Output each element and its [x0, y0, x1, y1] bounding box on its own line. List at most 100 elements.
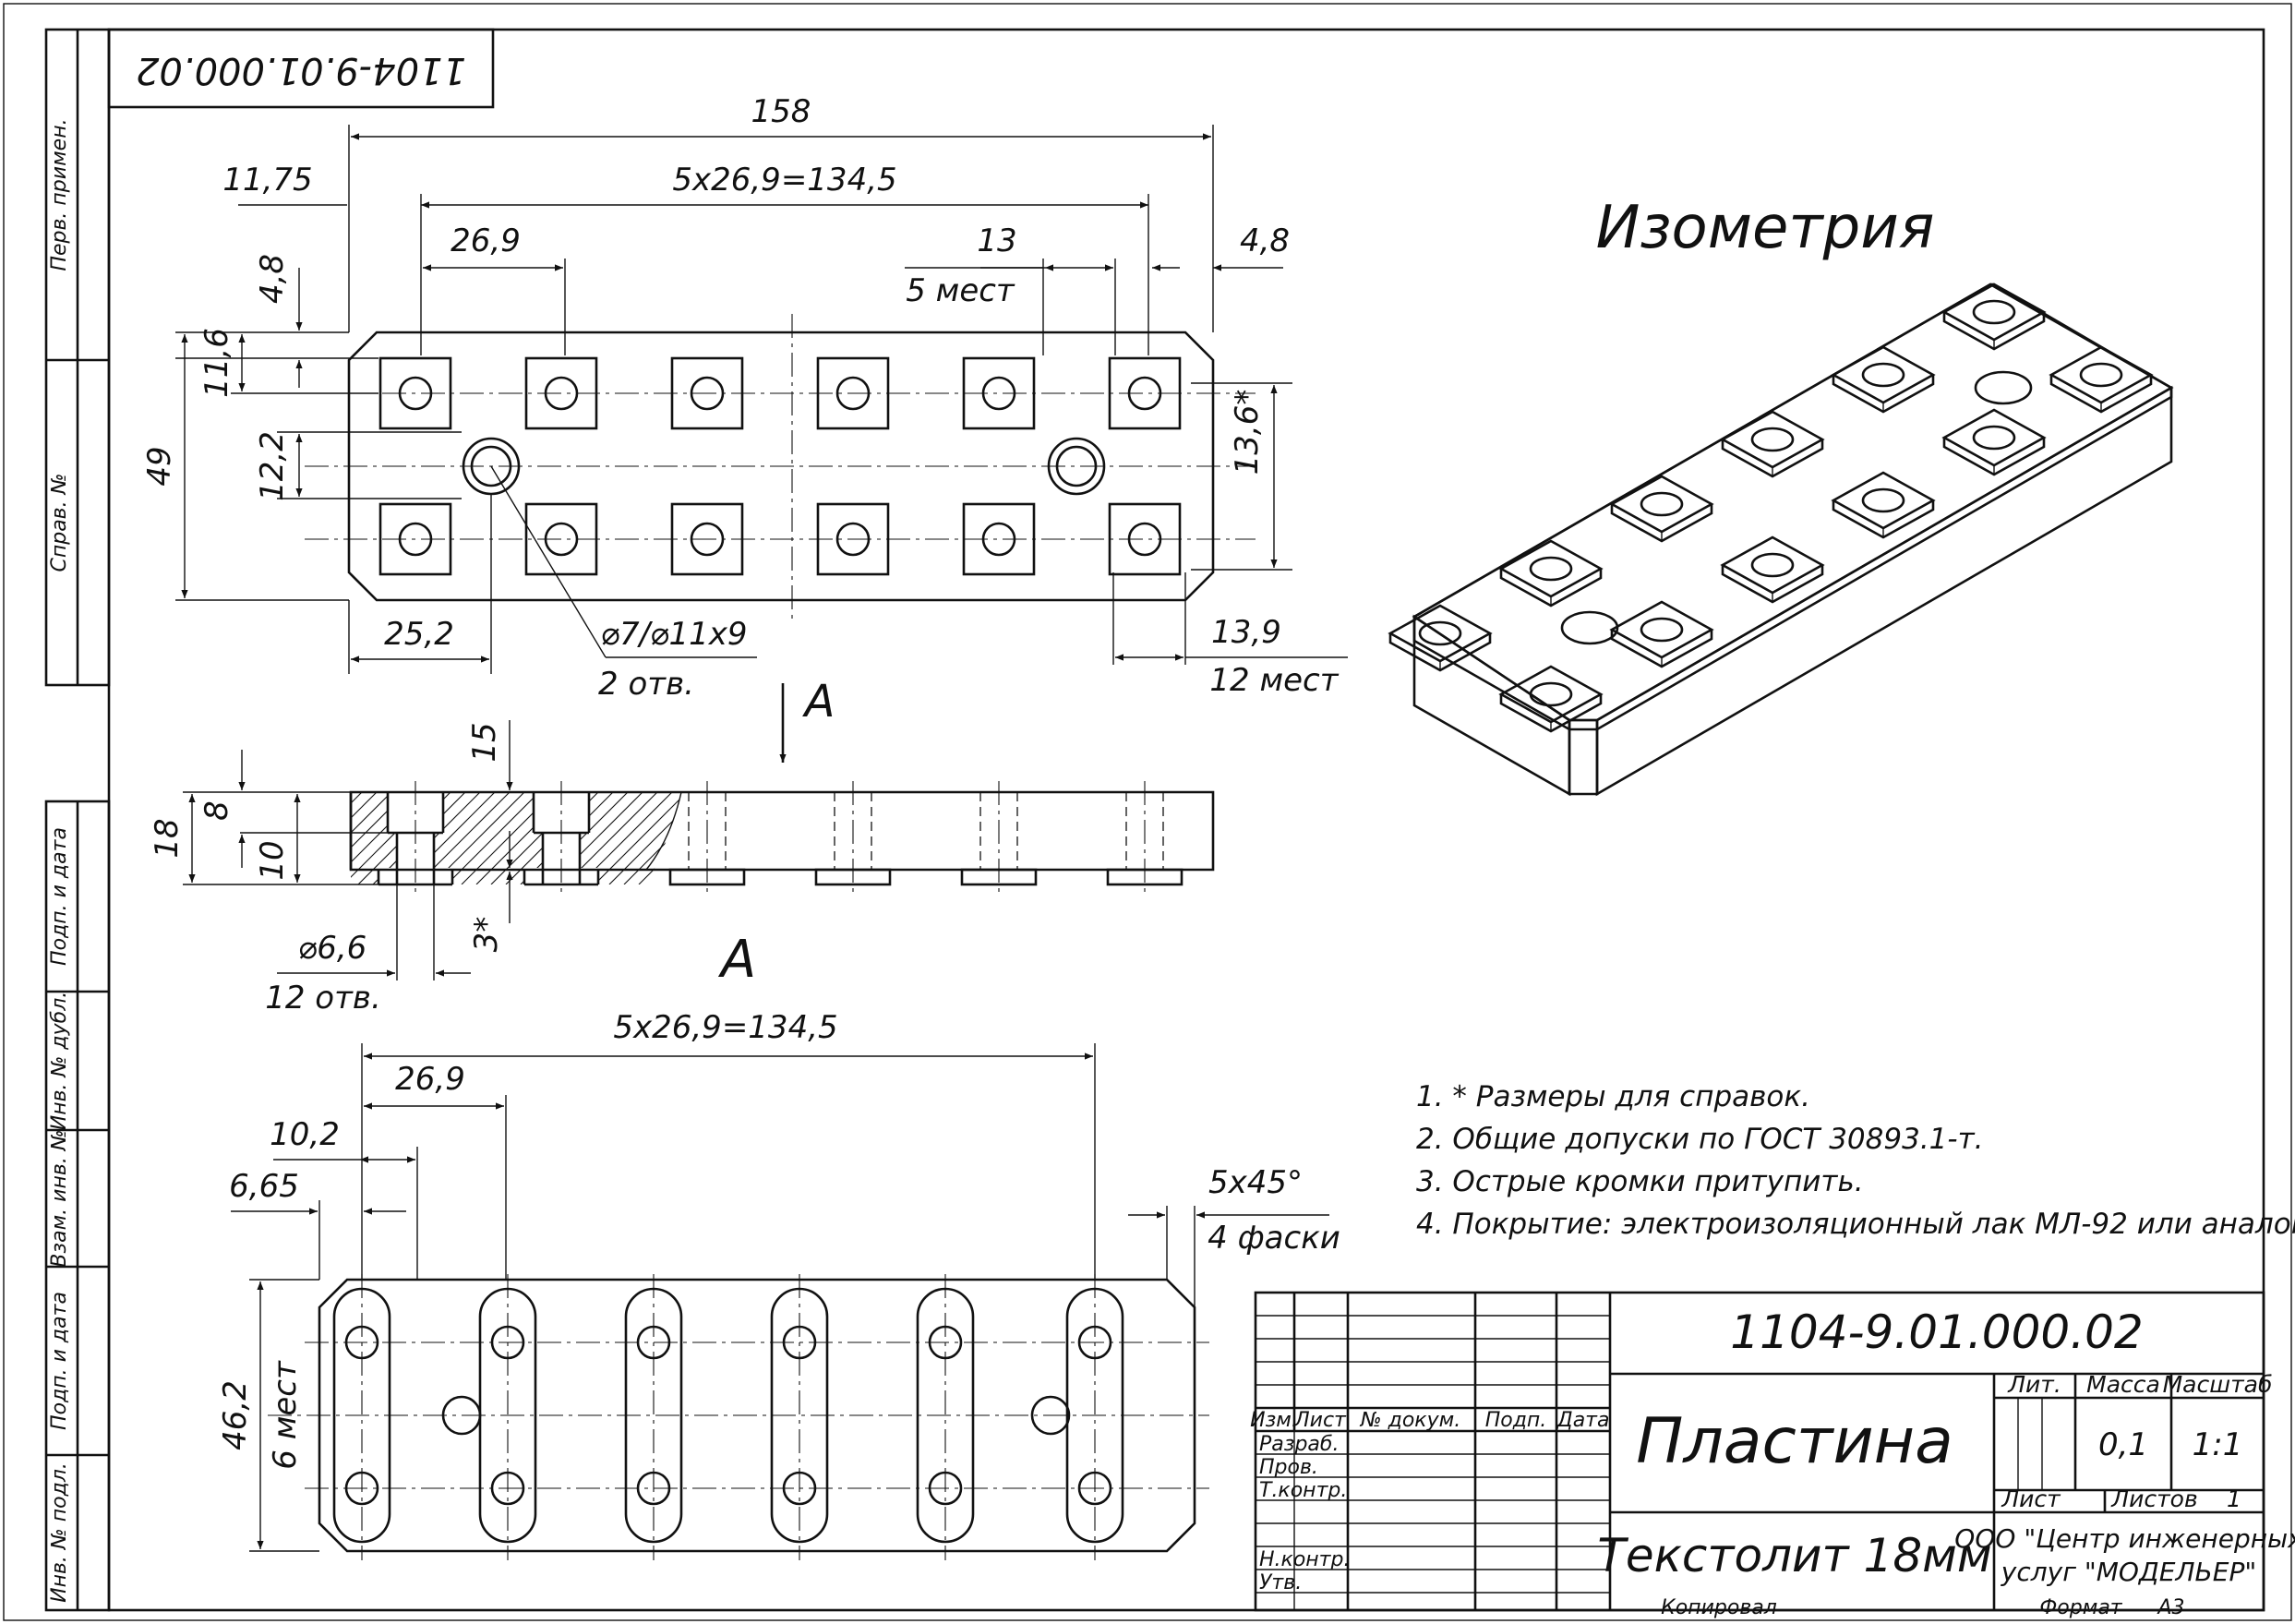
note-hole-count: 2 отв.: [598, 666, 694, 703]
tb-h-sign: Подп.: [1485, 1409, 1547, 1432]
side-strip: Перв. примен. Справ. № Подп. и дата Инв.…: [44, 28, 111, 1612]
dim-right-offset: 4,8: [1240, 223, 1290, 259]
tb-r-razrab: Разраб.: [1259, 1433, 1339, 1456]
dim-pitch-bottom: 26,9: [395, 1061, 465, 1098]
tb-company-1: ООО "Центр инженерных: [1954, 1523, 2295, 1554]
dim-pitch-total-bottom: 5x26,9=134,5: [613, 1009, 837, 1046]
technical-notes: 1. * Размеры для справок. 2. Общие допус…: [1416, 1080, 2295, 1241]
top-pad: [1108, 502, 1182, 576]
dim-hole-x: 25,2: [384, 616, 454, 653]
tb-r-nkontr: Н.контр.: [1259, 1548, 1350, 1571]
side-view: 18 8 10 15 3* ⌀6,6 12 отв.: [149, 720, 1215, 1017]
slot: [916, 1274, 975, 1560]
note-2: 2. Общие допуски по ГОСТ 30893.1-т.: [1416, 1123, 1984, 1156]
dim-pitch: 26,9: [451, 223, 521, 259]
slot: [624, 1274, 683, 1560]
note-slot-count: 6 мест: [267, 1360, 304, 1470]
isometric-view: Изометрия: [1388, 194, 2174, 797]
top-pad: [962, 356, 1036, 430]
dim-height: 18: [149, 818, 186, 858]
tb-sheets-value: 1: [2227, 1486, 2241, 1512]
title-block: 1104-9.01.000.02 Пластина Текстолит 18мм…: [1250, 1291, 2295, 1619]
iso-pad: [1720, 535, 1825, 604]
iso-pad: [1941, 408, 2047, 476]
bottom-hole-right: [1030, 1395, 1071, 1436]
tb-material: Текстолит 18мм: [1597, 1529, 1991, 1582]
tb-mass-value: 0,1: [2098, 1426, 2148, 1463]
tb-r-prov: Пров.: [1259, 1456, 1318, 1479]
iso-pad: [2049, 345, 2154, 414]
tb-sheet-label: Лист: [2001, 1486, 2061, 1512]
tb-h-date: Дата: [1556, 1409, 1610, 1432]
top-pad: [378, 356, 452, 430]
top-pad: [816, 502, 890, 576]
top-view: 158 5x26,9=134,5 11,75 26,9 13 5 мест 4,…: [141, 93, 1348, 763]
iso-pad: [1388, 604, 1493, 672]
note-hole-count-side: 12 отв.: [265, 980, 381, 1017]
iso-pad: [1831, 345, 1936, 414]
iso-pad: [1831, 471, 1936, 539]
dim-total-width: 49: [141, 446, 178, 486]
dim-pitch-total: 5x26,9=134,5: [672, 162, 896, 198]
iso-title: Изометрия: [1596, 194, 1935, 262]
dim-pad-height: 15: [466, 722, 503, 762]
tb-format-label: Формат: [2039, 1596, 2122, 1619]
top-pad: [1108, 356, 1182, 430]
bottom-view-slots: [332, 1274, 1124, 1560]
outer-border: [3, 3, 2292, 1621]
tb-scale-value: 1:1: [2193, 1426, 2243, 1463]
slot: [770, 1274, 829, 1560]
dim-mount-offset: 12,2: [254, 431, 291, 501]
top-pad: [816, 356, 890, 430]
note-pad-count: 5 мест: [906, 272, 1015, 309]
iso-pad: [1609, 600, 1714, 668]
iso-pad: [1941, 283, 2047, 351]
top-pad: [378, 502, 452, 576]
dim-step: 3*: [468, 917, 505, 953]
iso-pad: [1498, 539, 1604, 607]
dim-pad-size: 13: [977, 223, 1016, 259]
tb-h-izm: Изм.: [1250, 1409, 1298, 1432]
tb-sheets-label: Листов: [2110, 1486, 2197, 1512]
top-pad: [670, 502, 744, 576]
dim-square: 13,9: [1211, 614, 1281, 651]
dim-chamfer: 5x45°: [1208, 1164, 1303, 1201]
tb-format-value: А3: [2156, 1596, 2184, 1619]
label-vzam-inv: Взам. инв. №: [48, 1129, 71, 1267]
slot: [1065, 1274, 1124, 1560]
mount-hole-right: [1047, 437, 1106, 496]
top-pad: [670, 356, 744, 430]
note-4: 4. Покрытие: электроизоляционный лак МЛ-…: [1416, 1208, 2295, 1241]
label-perv-primen: Перв. примен.: [48, 118, 71, 271]
top-pad: [524, 356, 598, 430]
note-hole-dia: ⌀6,6: [298, 930, 367, 967]
top-code-text: 1104-9.01.000.02: [136, 49, 466, 91]
dim-slot-offset: 10,2: [270, 1116, 340, 1153]
top-code-box: 1104-9.01.000.02: [107, 28, 495, 109]
iso-pad: [1720, 410, 1825, 478]
top-pad: [524, 502, 598, 576]
label-inv-dubl: Инв. № дубл.: [48, 992, 71, 1131]
dim-edge-offset: 11,75: [222, 162, 312, 198]
tb-part-name: Пластина: [1636, 1405, 1953, 1478]
note-square-count: 12 мест: [1209, 662, 1339, 699]
label-podp-data-2: Подп. и дата: [48, 1292, 71, 1430]
label-sprav-no: Справ. №: [48, 473, 71, 571]
note-1: 1. * Размеры для справок.: [1416, 1080, 1810, 1113]
bottom-view: A 5x26,9=134,5 26,9 10,2 6,65 5x45° 4 фа…: [217, 930, 1340, 1560]
dim-ref-height: 13,6*: [1229, 390, 1266, 475]
top-view-pads: [378, 356, 1182, 576]
section-marker: A: [802, 676, 835, 728]
top-pad: [962, 502, 1036, 576]
slot: [478, 1274, 537, 1560]
tb-col-mass: Масса: [2086, 1371, 2160, 1398]
tb-h-doc: № докум.: [1360, 1409, 1460, 1432]
bottom-hole-left: [441, 1395, 482, 1436]
dim-row-offset: 11,6: [198, 328, 235, 398]
note-chamfer-count: 4 фаски: [1208, 1220, 1340, 1257]
view-label-a: A: [718, 930, 756, 990]
note-hole-size: ⌀7/⌀11x9: [600, 616, 747, 653]
tb-designation: 1104-9.01.000.02: [1730, 1305, 2143, 1359]
tb-h-list: Лист: [1293, 1409, 1347, 1432]
